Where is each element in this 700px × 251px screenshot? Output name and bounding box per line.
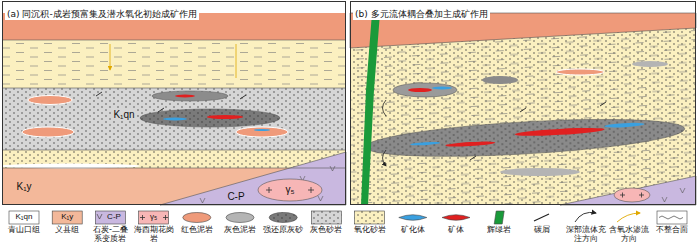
ore-lens: [207, 115, 243, 119]
legend-swatch: [399, 215, 427, 221]
bedding-dashes: [350, 13, 696, 205]
reduced-sand-lens: [152, 91, 228, 101]
legend-swatch: [52, 211, 82, 224]
ore-lens: [515, 126, 605, 137]
formation-swatch: [9, 211, 39, 224]
grey-mudstone-lens: [632, 61, 668, 67]
formation-code: K₁y: [60, 213, 74, 222]
metamorphic-marks: [200, 166, 335, 203]
layer-boundaries: [2, 40, 346, 168]
reduced-sand-body: [364, 113, 685, 163]
carbon-debris-symbol: [534, 214, 549, 221]
legend-text: 氧化砂岩: [349, 226, 391, 235]
grey-sand-layer: [2, 88, 346, 150]
formation-code: K₁y: [15, 181, 32, 192]
sand-dots: [2, 88, 346, 150]
panel-a-strata: [0, 13, 346, 205]
panel-title: (a) 同沉积-成岩预富集及潜水氧化初始成矿作用: [5, 9, 199, 20]
legend-text: 不整合面: [651, 226, 693, 235]
legend-swatch: [95, 211, 125, 224]
ore-lens: [175, 95, 195, 98]
unconformity-swatch: [657, 211, 687, 224]
bedding-dashes: [2, 40, 346, 88]
sand-dots: [350, 13, 696, 205]
sand-dots: [140, 109, 280, 127]
formation-code: K₁qn: [112, 109, 135, 120]
mineralized-lens: [410, 141, 440, 146]
legend-text: 灰色砂岩: [305, 226, 347, 235]
granite-body: [614, 188, 650, 202]
legend-swatch: [311, 211, 341, 224]
reduced-sand-lens: [482, 76, 518, 84]
sand-dots: [355, 211, 385, 224]
deep-fluid-arrow: [575, 212, 596, 222]
legend-text: 辉绿岩: [478, 226, 520, 235]
sand-dots: [364, 113, 685, 163]
granite-body: [258, 179, 322, 201]
legend-text: 红色泥岩: [176, 226, 218, 235]
basement-metamorphic: [160, 152, 346, 205]
mineralized-lens: [163, 118, 187, 121]
legend-swatch: [269, 213, 297, 223]
granite-crosses: [620, 193, 644, 198]
legend-text: 灰色泥岩: [219, 226, 261, 235]
formation-code: K₁qn: [15, 213, 34, 222]
red-mudstone-lens: [28, 96, 72, 105]
legend-text: 义县组: [46, 226, 88, 235]
oxygen-water-arrow: [617, 213, 640, 222]
carbon-debris: [470, 102, 606, 160]
sand-dots: [311, 211, 341, 224]
red-mudstone-lens: [236, 127, 288, 137]
legend-swatch: [494, 211, 504, 224]
red-mudstone-lens: [556, 69, 604, 75]
legend-swatch: [355, 211, 385, 224]
deep-fluid-flow: [383, 100, 387, 166]
legend-swatch: [139, 211, 169, 224]
panel-frame: (a) 同沉积-成岩预富集及潜水氧化初始成矿作用: [2, 1, 346, 205]
reduced-sand-body: [140, 109, 280, 127]
metamorphic-marks: [97, 214, 102, 219]
unconformity-line: [659, 216, 683, 219]
diabase-dike: [361, 13, 380, 205]
legend-text: 矿体: [435, 226, 477, 235]
ore-lens: [408, 88, 432, 92]
panel-title: (b) 多元流体耦合叠加主成矿作用: [353, 9, 490, 20]
legend-text: 强还原灰砂: [262, 226, 304, 235]
red-mudstone-lens: [22, 127, 74, 137]
legend-swatch: [183, 213, 211, 223]
ore-lens: [445, 141, 495, 148]
panel-b-strata: [350, 13, 696, 205]
reduced-sand-lens: [393, 83, 457, 97]
mineralized-lens: [604, 122, 644, 128]
legend-swatch: [226, 213, 254, 223]
legend-text: 碳屑: [521, 226, 563, 235]
legend-text: 青山口组: [3, 226, 45, 235]
mineralized-lens: [432, 87, 452, 90]
oxidized-sand-layer: [350, 13, 696, 205]
formation-code: C-P: [106, 213, 122, 222]
formation-code: γ₅: [149, 213, 158, 222]
basement-metamorphic: [560, 176, 696, 205]
legend-text: 深部流体充注方向: [565, 226, 607, 244]
legend-text: 海西期花岗岩: [133, 226, 175, 244]
oxygen-water-flow: [110, 44, 236, 78]
ore-zone: [364, 113, 685, 163]
panel-frame: (b) 多元流体耦合叠加主成矿作用: [350, 1, 696, 205]
mineralized-lens: [254, 129, 270, 131]
metamorphic-marks: [662, 188, 685, 202]
legend-text: 石炭-二叠系变质岩: [89, 226, 131, 244]
formation-code: γ₅: [284, 184, 295, 195]
sand-dots: [269, 213, 297, 223]
legend-text: 含氧水渗流方向: [608, 226, 650, 244]
grey-mudstone-lens: [500, 168, 580, 176]
oxidized-sand-layer: [2, 40, 346, 88]
formation-code: C-P: [226, 191, 245, 202]
legend-text: 矿化体: [392, 226, 434, 235]
legend-swatch: [442, 215, 470, 221]
